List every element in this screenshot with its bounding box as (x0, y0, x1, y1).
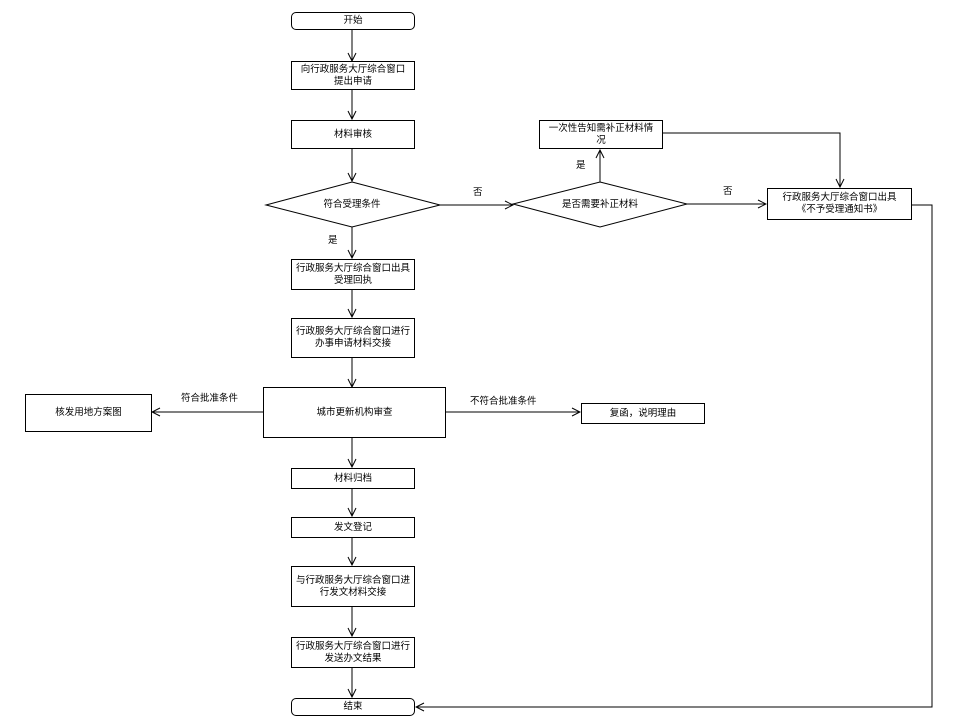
decision-meets-acceptance-label: 符合受理条件 (323, 199, 381, 210)
rejection-notice-node: 行政服务大厅综合窗口出具《不予受理通知书》 (767, 188, 912, 220)
start-node: 开始 (291, 12, 415, 30)
edge-correction-rejection (662, 132, 840, 187)
send-result-node: 行政服务大厅综合窗口进行发送办文结果 (291, 637, 415, 668)
edge-label-approve: 符合批准条件 (181, 393, 239, 404)
archive-node: 材料归档 (291, 468, 415, 489)
edge-rejection-end (416, 204, 933, 707)
edge-label-no-2: 否 (723, 186, 733, 197)
issue-map-node: 核发用地方案图 (25, 394, 152, 432)
dispatch-handover-node: 与行政服务大厅综合窗口进行发文材料交接 (291, 566, 415, 607)
apply-node: 向行政服务大厅综合窗口提出申请 (291, 61, 415, 90)
decision-needs-correction-label: 是否需要补正材料 (561, 199, 638, 210)
correction-notice-node: 一次性告知需补正材料情况 (539, 120, 663, 149)
edge-label-no-1: 否 (473, 187, 483, 198)
edge-label-yes-1: 是 (328, 235, 338, 246)
register-node: 发文登记 (291, 517, 415, 538)
decision-needs-correction-shape (511, 181, 689, 228)
handover-node: 行政服务大厅综合窗口进行办事申请材料交接 (291, 318, 415, 358)
review-node: 材料审核 (291, 120, 415, 149)
end-node: 结束 (291, 698, 415, 716)
reply-node: 复函，说明理由 (581, 403, 705, 424)
decision-meets-acceptance-shape (264, 181, 441, 228)
edge-label-yes-2: 是 (576, 160, 586, 171)
receipt-node: 行政服务大厅综合窗口出具受理回执 (291, 259, 415, 290)
urban-review-node: 城市更新机构审查 (263, 387, 446, 438)
edge-label-not-approve: 不符合批准条件 (470, 396, 537, 407)
